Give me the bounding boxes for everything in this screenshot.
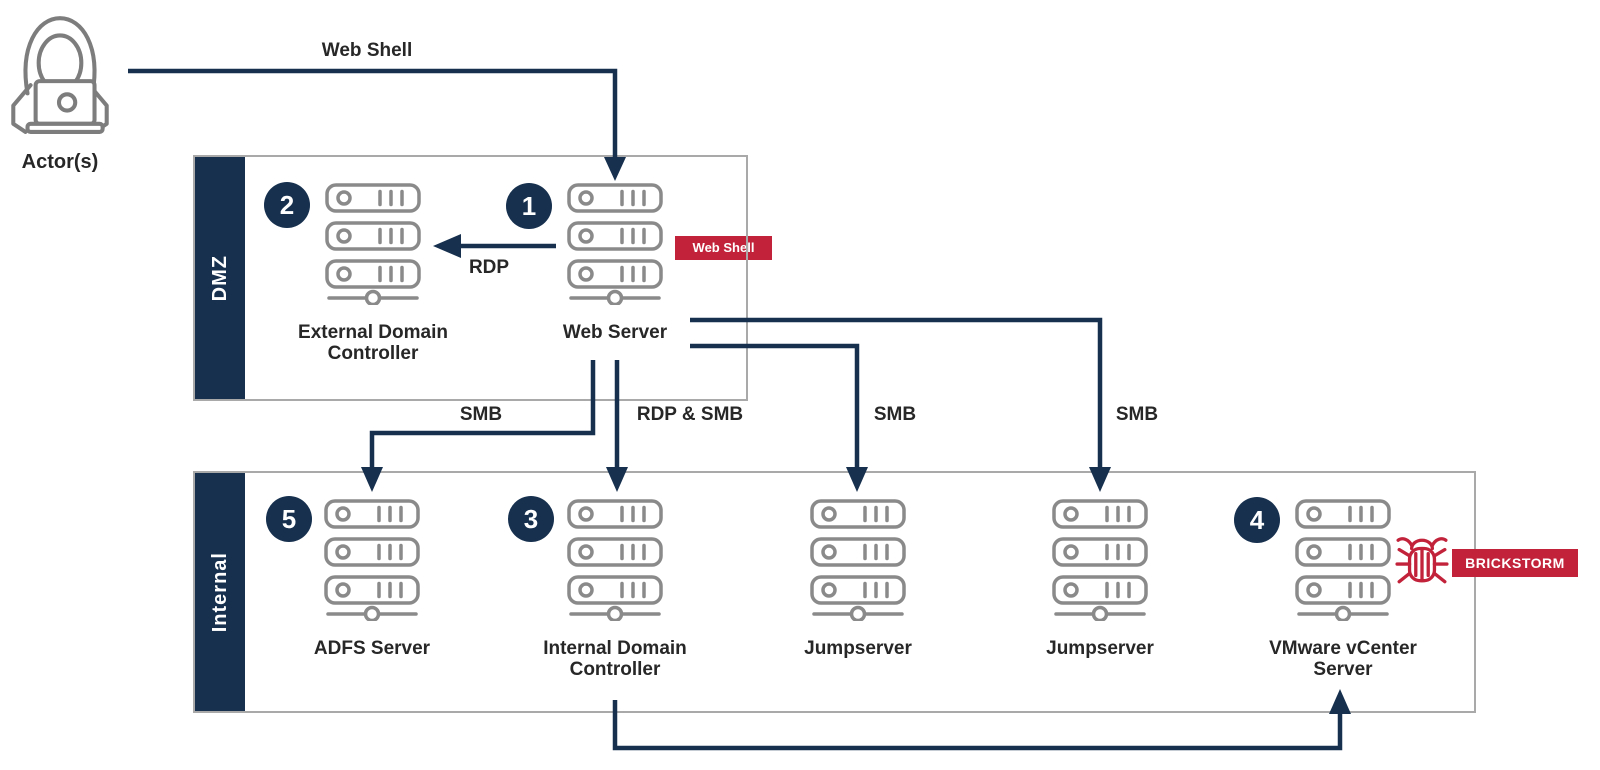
node-internal-domain-controller: Internal Domain Controller: [525, 499, 705, 680]
zone-dmz-band: DMZ: [195, 157, 245, 399]
step-badge-4: 4: [1234, 497, 1280, 543]
node-jumpserver-1: Jumpserver: [768, 499, 948, 659]
edge-label-web-shell: Web Shell: [321, 40, 413, 61]
malware-bug-icon: [1395, 537, 1449, 584]
edge-webserver-to-adfs: [361, 360, 596, 492]
edge-webserver-to-jumpserver2: [690, 317, 1111, 492]
zone-internal-band: Internal: [195, 473, 245, 711]
edge-label-rdp-and-smb: RDP & SMB: [636, 404, 744, 425]
server-stack-icon: [567, 499, 663, 621]
server-stack-icon: [1295, 499, 1391, 621]
step-badge-5: 5: [266, 496, 312, 542]
node-vmware-vcenter-server: VMware vCenter Server: [1253, 499, 1433, 680]
node-external-domain-controller: External Domain Controller: [283, 183, 463, 364]
edge-label-smb-jump2: SMB: [1115, 404, 1159, 425]
step-badge-3: 3: [508, 496, 554, 542]
server-stack-icon: [810, 499, 906, 621]
server-stack-icon: [1052, 499, 1148, 621]
zone-internal: Internal: [193, 471, 1476, 713]
edge-actor-to-webserver: [128, 68, 626, 181]
brickstorm-tag: BRICKSTORM: [1452, 549, 1578, 577]
node-label: Jumpserver: [804, 638, 912, 659]
edge-label-rdp: RDP: [468, 257, 510, 278]
node-label: VMware vCenter Server: [1269, 638, 1417, 680]
node-label: ADFS Server: [313, 638, 431, 659]
node-adfs-server: ADFS Server: [282, 499, 462, 659]
edge-label-smb-jump1: SMB: [873, 404, 917, 425]
step-badge-1: 1: [506, 183, 552, 229]
edge-webserver-to-externaldc: [433, 234, 556, 258]
node-label: External Domain Controller: [298, 322, 448, 364]
web-shell-tag: Web Shell: [675, 236, 772, 260]
actor-group: Actor(s): [2, 6, 182, 174]
zone-dmz: DMZ: [193, 155, 748, 401]
node-jumpserver-2: Jumpserver: [1010, 499, 1190, 659]
node-web-server: Web Server: [525, 183, 705, 343]
server-stack-icon: [324, 499, 420, 621]
server-stack-icon: [567, 183, 663, 305]
edge-label-smb-adfs: SMB: [459, 404, 503, 425]
edge-webserver-to-jumpserver1: [690, 343, 868, 492]
server-stack-icon: [325, 183, 421, 305]
node-label: Internal Domain Controller: [543, 638, 687, 680]
edge-internaldc-to-vcenter: [612, 689, 1351, 751]
hacker-icon: [11, 16, 109, 134]
actor-label: Actor(s): [21, 151, 99, 173]
step-badge-2: 2: [264, 182, 310, 228]
node-label: Web Server: [562, 322, 668, 343]
edge-webserver-to-internaldc: [606, 360, 628, 492]
node-label: Jumpserver: [1046, 638, 1154, 659]
